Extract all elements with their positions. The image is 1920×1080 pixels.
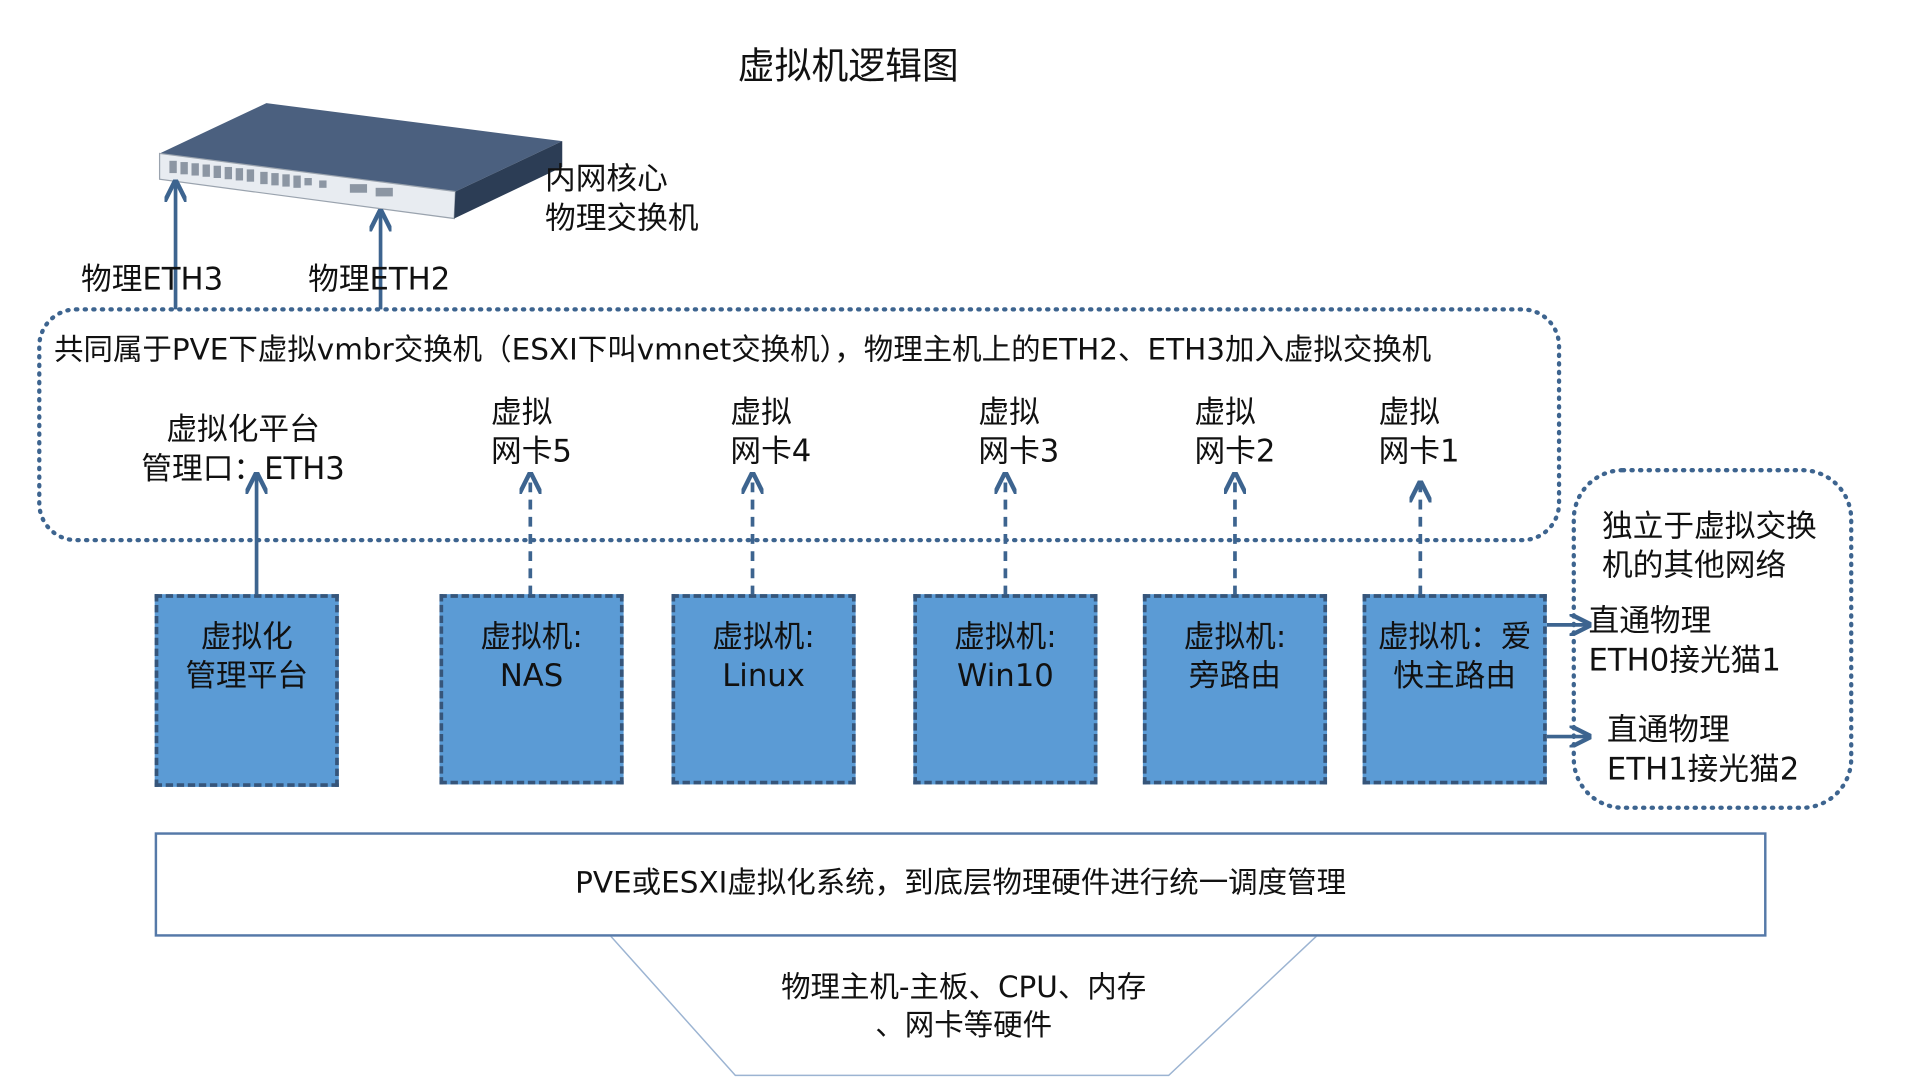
vm-box-mgmt-platform: 虚拟化 管理平台 [154,594,339,787]
vm-label: 虚拟机：爱 快主路由 [1377,618,1532,694]
virtual-switch-region [37,307,1562,543]
vm-box-bypass-router: 虚拟机: 旁路由 [1142,594,1328,785]
physical-eth2-label: 物理ETH2 [308,261,451,298]
vnic-label: 虚拟 网卡2 [1194,394,1276,469]
vm-box-linux: 虚拟机: Linux [671,594,856,785]
physical-eth3-label: 物理ETH3 [81,261,224,298]
vnic-label: 虚拟 网卡4 [730,394,812,469]
passthrough-eth0-label: 直通物理 ETH0接光猫1 [1588,602,1781,678]
vswitch-heading: 共同属于PVE下虚拟vmbr交换机（ESXI下叫vmnet交换机），物理主机上的… [54,332,1432,368]
vm-label: 虚拟机: Linux [712,618,815,694]
vm-label: 虚拟机: Win10 [954,618,1057,694]
other-network-heading: 独立于虚拟交换 机的其他网络 [1602,508,1817,584]
network-switch-icon [158,103,563,220]
mgmt-port-label: 虚拟化平台 管理口：ETH3 [141,411,345,487]
vnic-label: 虚拟 网卡5 [491,394,572,469]
vm-box-win10: 虚拟机: Win10 [913,594,1098,785]
diagram-title: 虚拟机逻辑图 [737,45,959,89]
vm-box-ikuai-router: 虚拟机：爱 快主路由 [1362,594,1547,785]
passthrough-eth1-label: 直通物理 ETH1接光猫2 [1606,712,1800,787]
vnic-label: 虚拟 网卡1 [1378,394,1460,469]
independent-network-region [1571,468,1854,810]
hardware-label: 物理主机-主板、CPU、内存 、网卡等硬件 [781,969,1147,1042]
hypervisor-bar-label: PVE或ESXI虚拟化系统，到底层物理硬件进行统一调度管理 [575,865,1347,900]
vm-label: 虚拟机: NAS [480,618,583,694]
vm-label: 虚拟机: 旁路由 [1183,618,1287,694]
vnic-label: 虚拟 网卡3 [978,394,1060,469]
hypervisor-bar: PVE或ESXI虚拟化系统，到底层物理硬件进行统一调度管理 [154,832,1767,937]
vm-box-nas: 虚拟机: NAS [439,594,624,785]
switch-label: 内网核心 物理交换机 [545,160,699,236]
vm-label: 虚拟化 管理平台 [185,618,309,694]
